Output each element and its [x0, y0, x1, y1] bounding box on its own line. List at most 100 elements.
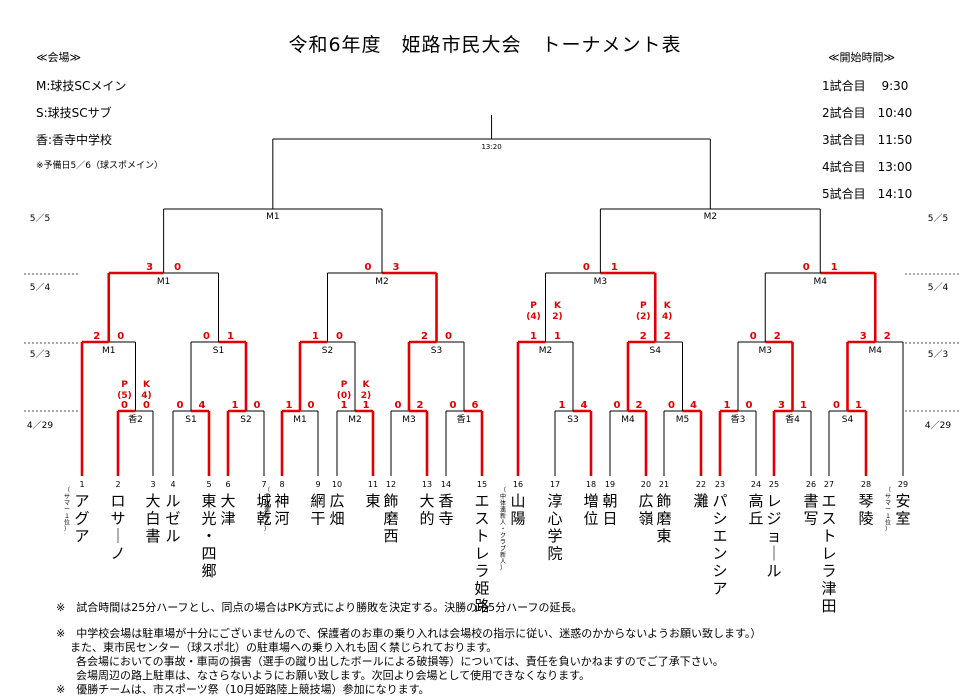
team-name: 琴 — [858, 492, 873, 510]
team-name: 広 — [329, 492, 344, 510]
start-time-4: 4試合目 13:00 — [822, 160, 913, 174]
match-venue: S4 — [842, 415, 854, 425]
team-name: ラ — [821, 562, 836, 580]
team-name: 的 — [419, 510, 434, 528]
score: 1 — [611, 262, 618, 273]
team-name: ノ — [110, 545, 125, 563]
team-note: 体 — [264, 499, 270, 507]
score: 1 — [800, 400, 807, 411]
score: 0 — [143, 400, 150, 411]
score: 2 — [93, 331, 100, 342]
team-number: 22 — [696, 480, 706, 489]
date-label-left: 5／4 — [30, 282, 51, 293]
team-note: ） — [500, 565, 506, 572]
team-name: 大 — [419, 492, 434, 510]
team-name: ロ — [110, 492, 125, 510]
date-label-right: 5／5 — [928, 213, 948, 224]
team-number: 8 — [279, 480, 284, 489]
team-name: 陵 — [858, 510, 873, 528]
team-note: 位 — [885, 519, 891, 527]
page-title: 令和6年度 姫路市民大会 トーナメント表 — [288, 34, 682, 56]
match-venue: M1 — [102, 346, 116, 356]
team-name: 大 — [220, 492, 235, 510]
match-venue: M3 — [759, 346, 773, 356]
team-name: 磨 — [383, 510, 398, 528]
score: 3 — [778, 400, 785, 411]
team-number: 10 — [332, 480, 342, 489]
team-name: ア — [74, 492, 89, 510]
venue-header: ≪会場≫ — [36, 51, 82, 64]
pk-score: 4) — [662, 312, 672, 322]
score: 1 — [831, 262, 838, 273]
team-name: 網 — [310, 492, 325, 510]
team-number: 15 — [477, 480, 487, 489]
team-name: 高 — [748, 492, 763, 510]
score: 0 — [174, 262, 181, 273]
time-header: ≪開始時間≫ — [828, 51, 896, 64]
team-name: 朝 — [602, 492, 617, 510]
venue-kodera: 香:香寺中学校 — [36, 133, 113, 147]
pk-score: K — [363, 380, 371, 390]
team-note: 中 — [500, 493, 506, 501]
team-name: 畑 — [329, 510, 344, 528]
team-name: 河 — [274, 510, 289, 528]
team-number: 14 — [441, 480, 451, 489]
score: 0 — [203, 331, 210, 342]
team-name: 磨 — [656, 510, 671, 528]
match-venue: 香2 — [128, 414, 143, 425]
match-venue: S4 — [650, 346, 662, 356]
pk-score: P — [640, 301, 647, 311]
team-note: １ — [885, 513, 891, 520]
score: 1 — [559, 400, 566, 411]
pk-score: K — [664, 301, 672, 311]
team-name: レ — [821, 545, 836, 563]
team-name: ア — [712, 580, 727, 598]
score: 1 — [286, 400, 293, 411]
match-venue: M2 — [704, 212, 718, 222]
team-name: 西 — [383, 527, 398, 545]
team-number: 21 — [659, 480, 669, 489]
team-note: ラ — [500, 539, 506, 546]
score: 0 — [614, 400, 621, 411]
team-name: 城 — [256, 492, 271, 510]
match-venue: M1 — [157, 277, 171, 287]
score: 0 — [583, 262, 590, 273]
pk-score: 4) — [141, 391, 151, 401]
team-name: ラ — [474, 562, 489, 580]
team-name: 安 — [895, 492, 910, 510]
match-venue: M2 — [539, 346, 553, 356]
team-number: 1 — [79, 480, 84, 489]
team-name: 丘 — [748, 510, 763, 528]
team-number: 13 — [422, 480, 432, 489]
score: 6 — [472, 400, 479, 411]
team-note: ） — [885, 526, 891, 533]
team-name: ア — [74, 527, 89, 545]
score: 0 — [445, 331, 452, 342]
match-venue: S2 — [322, 346, 333, 356]
team-note: ・ — [500, 526, 506, 533]
match-venue: M4 — [869, 346, 883, 356]
team-note: （ — [500, 487, 506, 494]
team-name: 位 — [583, 510, 598, 528]
team-note: ） — [264, 526, 270, 533]
team-number: 23 — [715, 480, 725, 489]
team-note: ブ — [500, 545, 506, 553]
start-time-3: 3試合目 11:50 — [822, 133, 913, 147]
start-time-5: 5試合目 14:10 — [822, 187, 913, 201]
team-name: 郷 — [201, 562, 216, 580]
team-name: 広 — [638, 492, 653, 510]
team-number: 24 — [751, 480, 761, 489]
match-venue: M4 — [621, 415, 635, 425]
team-note: マ — [885, 500, 891, 507]
team-name: 路 — [474, 597, 489, 615]
match-venue: M3 — [594, 277, 608, 287]
team-name: 津 — [220, 510, 235, 528]
venue-s: S:球技SCサブ — [36, 106, 112, 120]
team-note: 人 — [264, 520, 270, 527]
match-venue: S2 — [240, 415, 251, 425]
team-name: 学 — [547, 527, 562, 545]
team-number: 29 — [898, 480, 908, 489]
score: 0 — [833, 400, 840, 411]
team-number: 2 — [115, 480, 120, 489]
team-name: シ — [712, 510, 727, 528]
